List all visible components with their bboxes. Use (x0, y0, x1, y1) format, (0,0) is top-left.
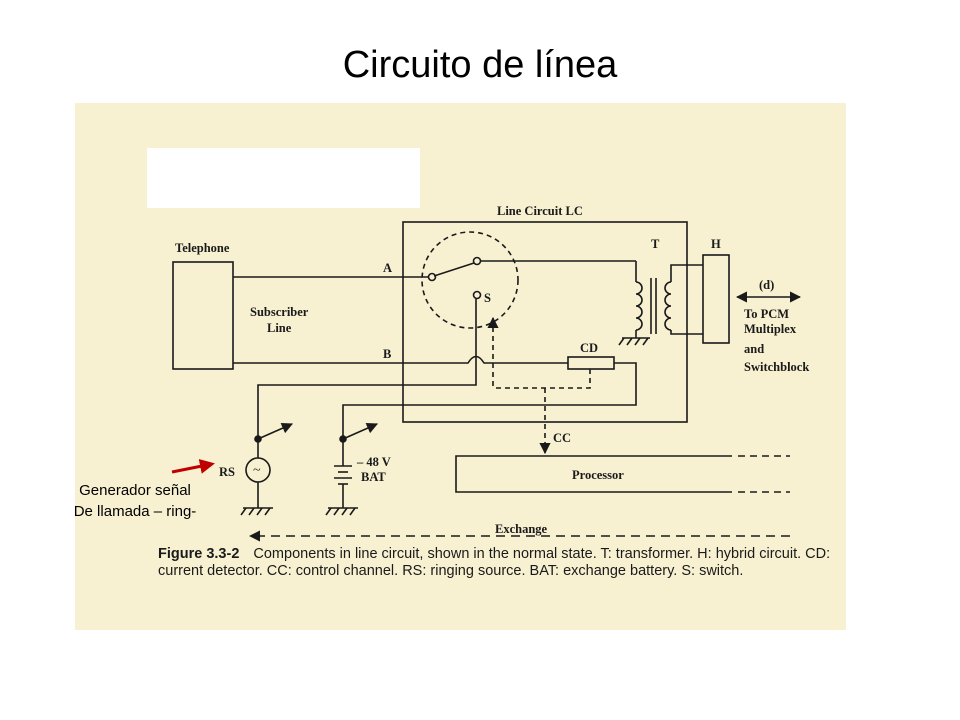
label-interface-d: (d) (759, 278, 774, 292)
label-ringing-source: RS (219, 465, 235, 479)
annotation-arrow (171, 458, 215, 474)
label-wire-b: B (383, 347, 391, 361)
label-processor: Processor (572, 468, 624, 482)
label-switch-s: S (484, 291, 491, 305)
switch-dashed-circle (421, 231, 519, 329)
label-current-detector: CD (580, 341, 598, 355)
label-and: and (744, 342, 764, 356)
annotation-line-2: De llamada – ring- (73, 503, 197, 520)
transformer-primary (635, 281, 643, 331)
label-telephone: Telephone (175, 241, 230, 255)
label-ringing-symbol: ~ (253, 463, 261, 478)
label-subscriber: Subscriber (250, 305, 309, 319)
wire-b (233, 355, 568, 364)
spanish-annotation: Generador señal De llamada – ring- (40, 480, 230, 522)
label-multiplex: Multiplex (744, 322, 797, 336)
slide-title: Circuito de línea (342, 44, 618, 86)
label-to-pcm: To PCM (744, 307, 789, 321)
label-hybrid-h: H (711, 237, 721, 251)
current-detector (567, 356, 615, 370)
label-exchange: Exchange (495, 522, 548, 536)
whiteout-patch (147, 148, 420, 208)
label-line-circuit: Line Circuit LC (497, 204, 583, 218)
label-line: Line (267, 321, 292, 335)
caption-text: Components in line circuit, shown in the… (158, 546, 831, 579)
processor-box (455, 455, 732, 493)
transformer-secondary (664, 281, 672, 331)
label-transformer-t: T (651, 237, 660, 251)
label-battery-voltage: – 48 V (356, 455, 391, 469)
label-wire-a: A (383, 261, 392, 275)
line-circuit-box (402, 221, 688, 423)
caption-figure-number: Figure 3.3-2 (158, 546, 240, 562)
annotation-line-1: Generador señal (79, 482, 191, 499)
label-switchblock: Switchblock (744, 360, 809, 374)
switch-blade (433, 262, 475, 277)
label-battery: BAT (361, 470, 386, 484)
label-control-channel: CC (553, 431, 571, 445)
hybrid-box (702, 254, 730, 344)
telephone-box (172, 261, 234, 370)
